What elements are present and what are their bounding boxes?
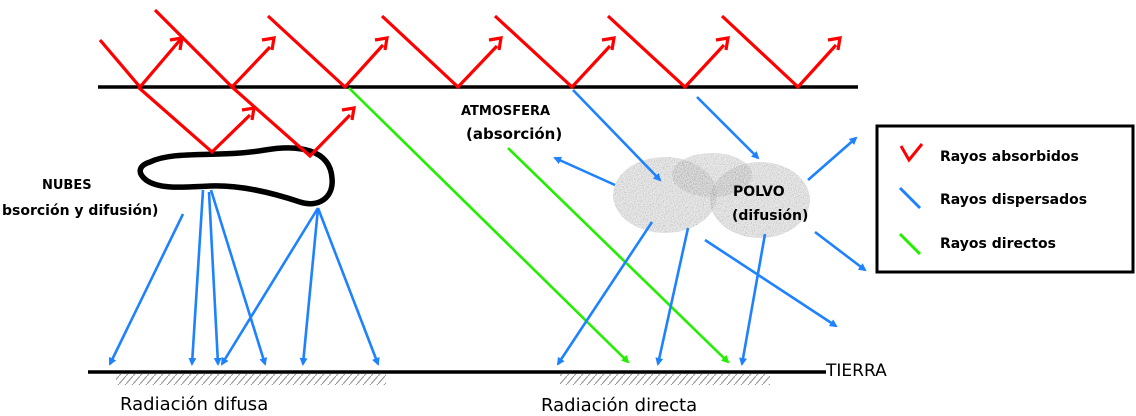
scattered-rays bbox=[108, 89, 867, 366]
legend-item-scattered: Rayos dispersados bbox=[898, 186, 1087, 210]
legend-item-direct: Rayos directos bbox=[898, 232, 1056, 256]
legend-label: Rayos dispersados bbox=[940, 192, 1087, 208]
nubes-sub-label: bsorción y difusión) bbox=[2, 203, 158, 219]
tierra-label: TIERRA bbox=[825, 361, 887, 381]
atmosfera-label: ATMOSFERA bbox=[461, 104, 550, 119]
polvo-sub-label: (difusión) bbox=[732, 208, 808, 224]
nubes-label: NUBES bbox=[42, 178, 92, 193]
ground-hatch-left bbox=[116, 374, 386, 385]
ground-hatch-right bbox=[560, 374, 770, 385]
legend-label: Rayos directos bbox=[940, 236, 1056, 252]
red-check-arrow-icon bbox=[899, 143, 924, 163]
radiacion-directa-label: Radiación directa bbox=[541, 395, 697, 416]
radiacion-difusa-label: Radiación difusa bbox=[120, 394, 268, 415]
polvo-label: POLVO bbox=[733, 184, 785, 200]
legend: Rayos absorbidos Rayos dispersados Rayos… bbox=[875, 124, 1135, 274]
cloud-outline bbox=[137, 145, 335, 207]
direct-rays bbox=[348, 87, 730, 364]
absorcion-label: (absorción) bbox=[466, 125, 562, 143]
legend-item-absorbed: Rayos absorbidos bbox=[899, 143, 1079, 165]
dust-cloud bbox=[613, 153, 810, 238]
absorbed-rays bbox=[98, 8, 842, 159]
legend-label: Rayos absorbidos bbox=[940, 149, 1079, 165]
green-line-icon bbox=[898, 232, 922, 256]
legend-box bbox=[875, 124, 1135, 274]
blue-line-icon bbox=[898, 186, 922, 210]
